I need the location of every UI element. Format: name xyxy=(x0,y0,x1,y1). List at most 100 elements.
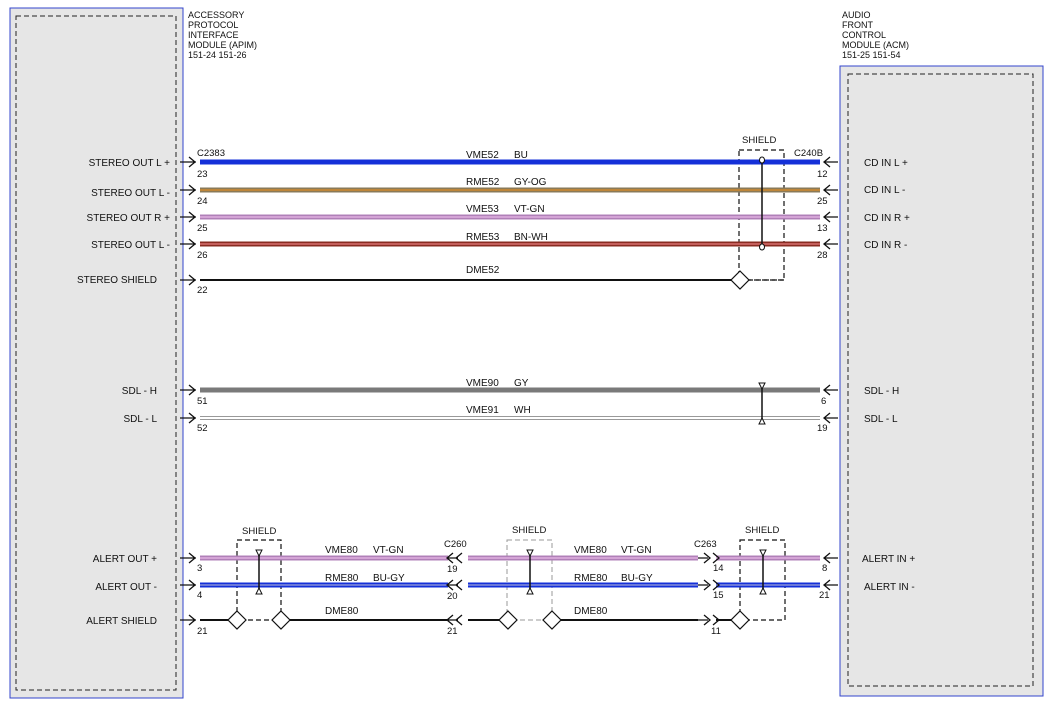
pin-number: 21 xyxy=(447,626,458,637)
circuit-id: DME80 xyxy=(325,606,359,617)
left-connector-arrows xyxy=(180,156,197,626)
shield-drain-icon xyxy=(498,610,518,630)
wire-color-code: BU-GY xyxy=(373,573,405,584)
circuit-id: VME91 xyxy=(466,405,499,416)
arrow-icon xyxy=(698,552,721,564)
circuit-row-dme80: ALERT SHIELD DME80 DME80 21 21 11 xyxy=(86,606,750,637)
shield-label-alert-1: SHIELD xyxy=(242,526,276,537)
left-pin-label: STEREO OUT L + xyxy=(89,158,171,169)
arrow-icon xyxy=(822,579,838,591)
left-pin-label: ALERT SHIELD xyxy=(86,616,157,627)
wire-color-code: GY xyxy=(514,378,529,389)
pin-number: 3 xyxy=(197,563,202,574)
circuit-row-vme91: SDL - L VME91 WH 52 19 SDL - L xyxy=(123,405,898,434)
circuit-id: VME80 xyxy=(325,545,358,556)
stereo-twist-marker xyxy=(759,156,765,251)
arrow-icon xyxy=(180,614,197,626)
shield-drain-icon xyxy=(542,610,562,630)
circuit-id: VME90 xyxy=(466,378,499,389)
circuit-row-vme90: SDL - H VME90 GY 51 6 SDL - H xyxy=(122,378,899,407)
wire-color-code: BN-WH xyxy=(514,232,548,243)
apim-title: ACCESSORY PROTOCOL INTERFACE MODULE (API… xyxy=(188,10,260,60)
arrow-icon xyxy=(180,211,197,223)
arrow-icon xyxy=(180,184,197,196)
right-pin-number: 12 xyxy=(817,169,828,180)
wire-color-code: GY-OG xyxy=(514,177,547,188)
circuit-row-vme52: STEREO OUT L + VME52 BU 23 12 CD IN L + xyxy=(89,150,908,180)
right-pin-number: 6 xyxy=(821,396,826,407)
arrow-icon xyxy=(180,552,197,564)
shield-box-alert-2 xyxy=(506,539,553,621)
circuit-id: VME80 xyxy=(574,545,607,556)
circuit-id: RME80 xyxy=(325,573,359,584)
circuit-row-rme80: ALERT OUT - RME80 BU-GY RME80 BU-GY 4 20… xyxy=(95,573,914,602)
left-pin-label: STEREO OUT L - xyxy=(91,240,170,251)
pin-number: 4 xyxy=(197,590,202,601)
circuit-id: VME53 xyxy=(466,204,499,215)
sdl-twist-marker xyxy=(758,382,766,425)
circuit-id: RME80 xyxy=(574,573,608,584)
circuit-id: RME52 xyxy=(466,177,500,188)
wire-color-code: BU xyxy=(514,150,528,161)
shield-label-stereo: SHIELD xyxy=(742,135,776,146)
acm-title: AUDIO FRONT CONTROL MODULE (ACM) 151-25 … xyxy=(842,10,912,60)
arrow-icon xyxy=(822,412,838,424)
left-pin-label: SDL - H xyxy=(122,386,157,397)
right-pin-label: ALERT IN - xyxy=(864,582,915,593)
arrow-icon xyxy=(822,552,838,564)
left-pin-label: STEREO OUT R + xyxy=(87,213,171,224)
alert-twist-marker-3 xyxy=(759,549,767,595)
left-pin-label: ALERT OUT - xyxy=(95,582,157,593)
inline-connector-c260 xyxy=(445,552,463,626)
pin-number: 14 xyxy=(713,563,724,574)
right-pin-label: SDL - L xyxy=(864,414,898,425)
left-pin-number: 23 xyxy=(197,169,208,180)
right-pin-label: CD IN R - xyxy=(864,240,907,251)
right-pin-label: CD IN L + xyxy=(864,158,908,169)
shield-box-alert-3 xyxy=(739,539,786,621)
circuit-row-rme52: STEREO OUT L - RME52 GY-OG 24 25 CD IN L… xyxy=(91,177,905,207)
arrow-icon xyxy=(180,156,197,168)
wire-color-code: VT-GN xyxy=(373,545,404,556)
right-pin-label: CD IN R + xyxy=(864,213,910,224)
right-pin-label: SDL - H xyxy=(864,386,899,397)
inline-connector-c263 xyxy=(698,552,721,626)
wire-color-code: BU-GY xyxy=(621,573,653,584)
arrow-icon xyxy=(445,579,463,591)
arrow-icon xyxy=(180,384,197,396)
right-connector-arrows xyxy=(822,156,838,591)
arrow-icon xyxy=(180,274,197,286)
left-pin-number: 22 xyxy=(197,285,208,296)
shield-drain-icon xyxy=(730,270,750,290)
wire-color-code: WH xyxy=(514,405,531,416)
connector-c2383: C2383 xyxy=(197,148,225,159)
arrow-icon xyxy=(822,384,838,396)
right-pin-number: 28 xyxy=(817,250,828,261)
alert-twist-marker-2 xyxy=(526,549,534,595)
arrow-icon xyxy=(180,579,197,591)
apim-module xyxy=(9,7,184,699)
circuit-id: VME52 xyxy=(466,150,499,161)
pin-number: 19 xyxy=(447,564,458,575)
left-pin-label: SDL - L xyxy=(123,414,157,425)
wire-color-code: VT-GN xyxy=(621,545,652,556)
arrow-icon xyxy=(822,156,838,168)
left-pin-number: 24 xyxy=(197,196,208,207)
connector-c263: C263 xyxy=(694,539,717,550)
pin-number: 21 xyxy=(197,626,208,637)
right-pin-number: 19 xyxy=(817,423,828,434)
shield-drain-icon xyxy=(271,610,291,630)
shield-label-alert-2: SHIELD xyxy=(512,525,546,536)
arrow-icon xyxy=(180,238,197,250)
pin-number: 15 xyxy=(713,590,724,601)
shield-label-alert-3: SHIELD xyxy=(745,525,779,536)
arrow-icon xyxy=(445,614,463,626)
right-pin-number: 25 xyxy=(817,196,828,207)
right-pin-label: CD IN L - xyxy=(864,185,905,196)
left-pin-number: 51 xyxy=(197,396,208,407)
circuit-id: DME80 xyxy=(574,606,608,617)
arrow-icon xyxy=(822,238,838,250)
right-pin-label: ALERT IN + xyxy=(862,554,915,565)
circuit-row-dme52: STEREO SHIELD DME52 22 xyxy=(77,265,784,296)
